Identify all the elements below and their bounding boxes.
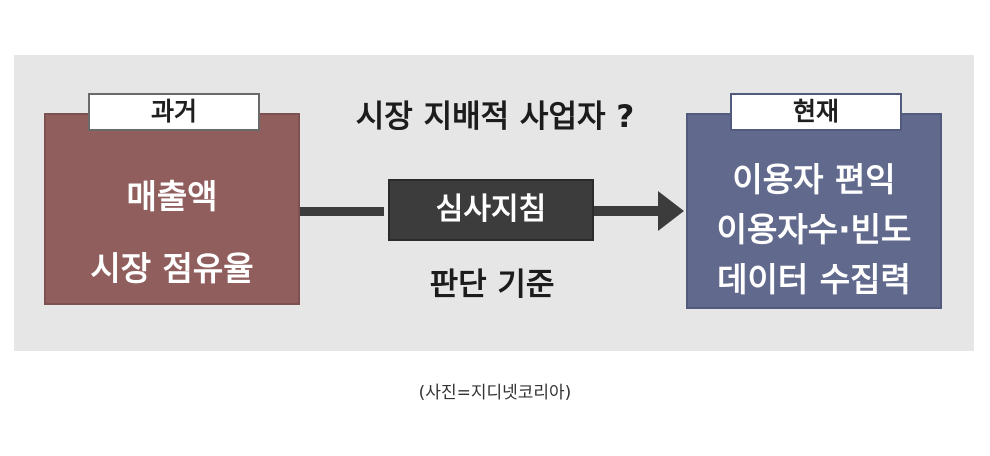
criteria-text: 판단 기준 xyxy=(429,267,555,303)
question-text: 시장 지배적 사업자 ? xyxy=(355,99,635,135)
diagram-panel: 과거 매출액 시장 점유율 시장 지배적 사업자 ? 심사지침 판단 기준 현재… xyxy=(14,55,974,351)
present-line-user-frequency: 이용자수·빈도 xyxy=(716,210,912,249)
past-line-market-share: 시장 점유율 xyxy=(90,249,254,288)
photo-caption: (사진=지디넷코리아) xyxy=(418,383,572,403)
present-tag: 현재 xyxy=(730,93,902,131)
past-tag: 과거 xyxy=(88,93,260,131)
present-box-lines: 이용자 편익 이용자수·빈도 데이터 수집력 xyxy=(688,155,940,305)
present-line-user-benefit: 이용자 편익 xyxy=(732,160,896,199)
arrow-right-icon xyxy=(658,191,684,231)
past-line-revenue: 매출액 xyxy=(126,177,218,216)
review-guideline-box: 심사지침 xyxy=(388,179,594,241)
past-box-lines: 매출액 시장 점유율 xyxy=(46,161,298,305)
arrow-shaft xyxy=(594,206,660,216)
present-line-data-collection: 데이터 수집력 xyxy=(717,260,911,299)
present-box: 현재 이용자 편익 이용자수·빈도 데이터 수집력 xyxy=(686,93,942,309)
past-box: 과거 매출액 시장 점유율 xyxy=(44,93,300,305)
connector-line xyxy=(300,207,384,216)
